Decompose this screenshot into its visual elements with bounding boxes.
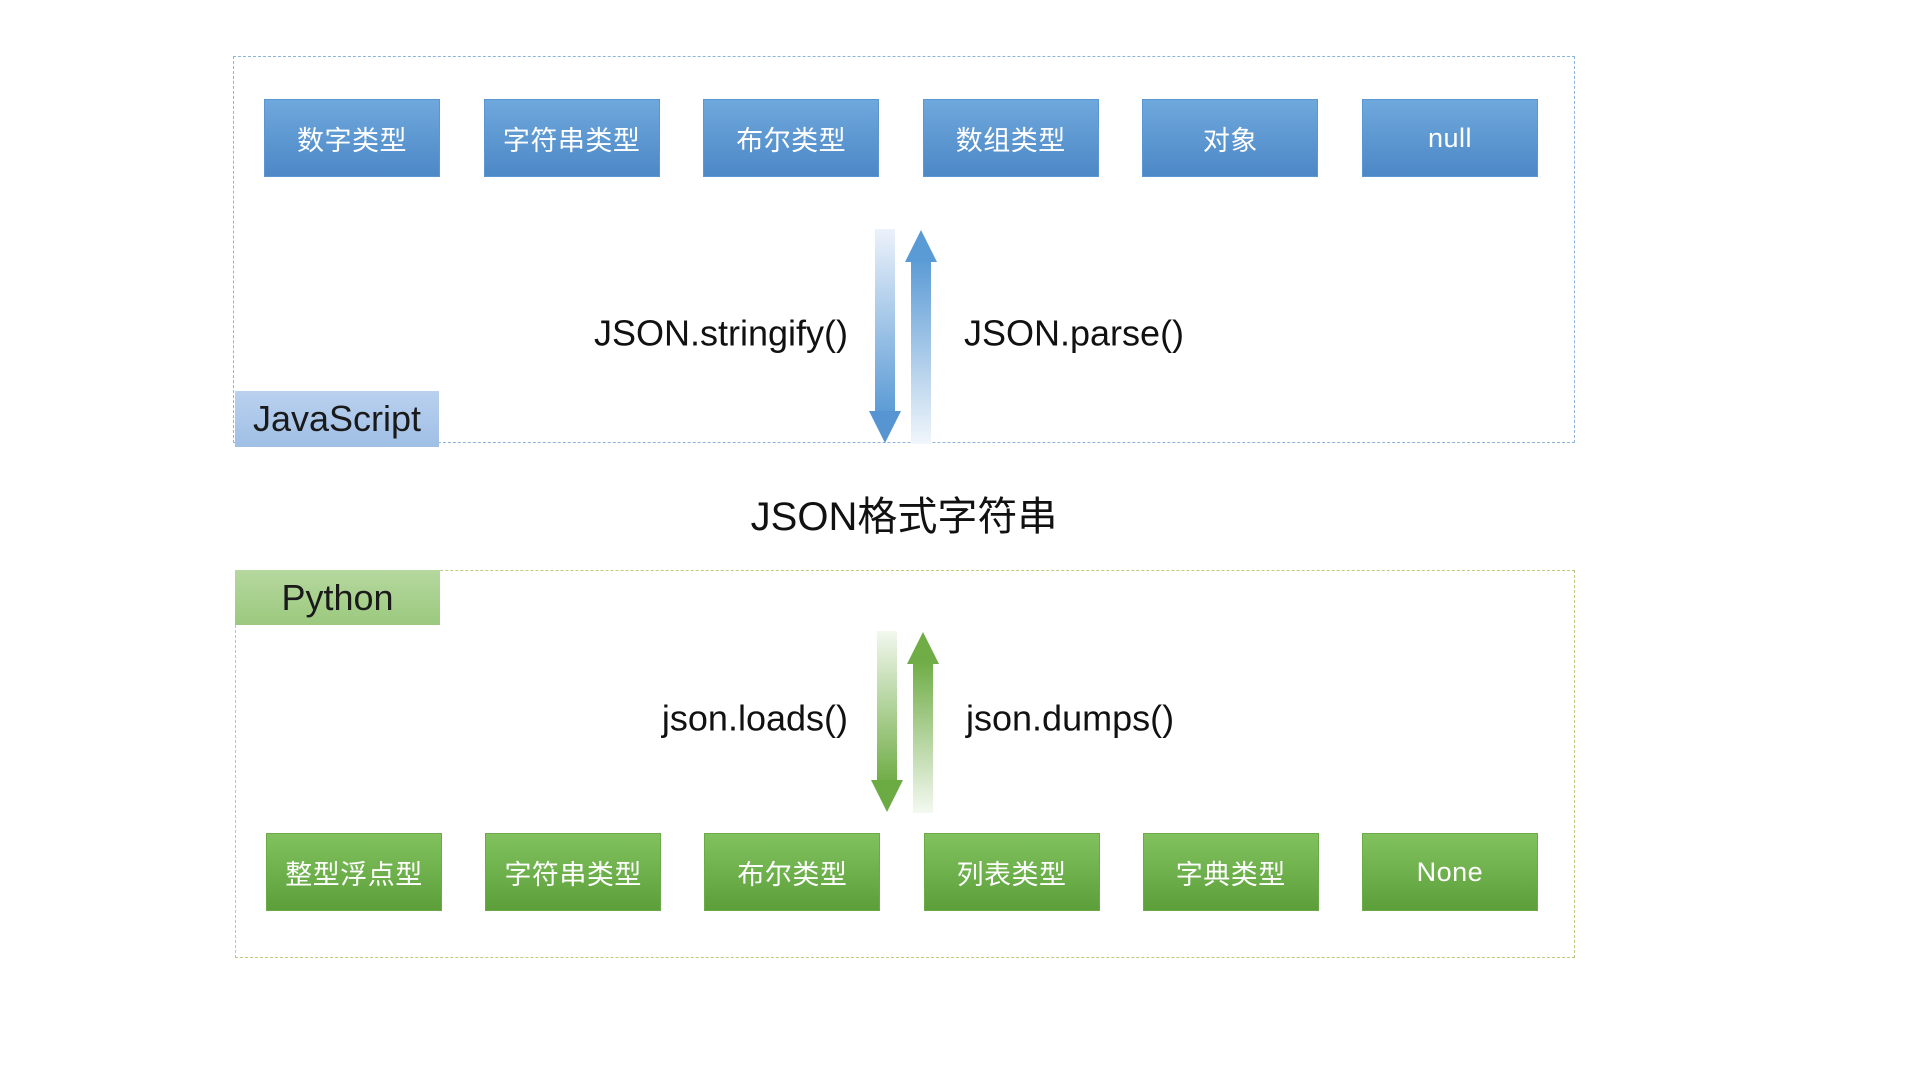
py-type-box-boolean: 布尔类型 xyxy=(704,833,881,911)
python-type-row: 整型浮点型 字符串类型 布尔类型 列表类型 字典类型 None xyxy=(266,833,1538,911)
py-type-box-list: 列表类型 xyxy=(923,833,1100,911)
parse-up-arrow-icon xyxy=(905,230,937,444)
js-type-box-number: 数字类型 xyxy=(264,99,440,177)
javascript-conversion-row: JSON.stringify() xyxy=(234,229,1574,445)
dumps-up-arrow-icon xyxy=(907,632,939,813)
loads-label: json.loads() xyxy=(661,697,848,739)
javascript-type-row: 数字类型 字符串类型 布尔类型 数组类型 对象 null xyxy=(264,99,1538,177)
py-type-box-number: 整型浮点型 xyxy=(266,833,442,911)
javascript-section: 数字类型 字符串类型 布尔类型 数组类型 对象 null JSON.string… xyxy=(233,56,1575,445)
js-type-box-object: 对象 xyxy=(1142,99,1319,177)
py-type-box-none: None xyxy=(1361,833,1538,911)
js-type-box-null: null xyxy=(1361,99,1538,177)
python-arrow-pair xyxy=(871,631,939,813)
py-type-box-string: 字符串类型 xyxy=(485,833,662,911)
parse-label: JSON.parse() xyxy=(964,312,1185,354)
javascript-arrow-pair xyxy=(869,229,937,444)
js-type-box-string: 字符串类型 xyxy=(483,99,660,177)
dumps-label: json.dumps() xyxy=(966,697,1175,739)
javascript-section-label: JavaScript xyxy=(235,391,439,447)
stringify-down-arrow-icon xyxy=(869,229,901,443)
python-section: json.loads() xyxy=(235,570,1575,958)
json-string-title: JSON格式字符串 xyxy=(750,495,1058,539)
stringify-label: JSON.stringify() xyxy=(593,312,848,354)
py-type-box-dict: 字典类型 xyxy=(1142,833,1319,911)
python-conversion-row: json.loads() xyxy=(236,631,1574,813)
python-section-label: Python xyxy=(235,570,440,625)
js-type-box-boolean: 布尔类型 xyxy=(703,99,880,177)
js-type-box-array: 数组类型 xyxy=(922,99,1099,177)
loads-down-arrow-icon xyxy=(871,631,903,812)
